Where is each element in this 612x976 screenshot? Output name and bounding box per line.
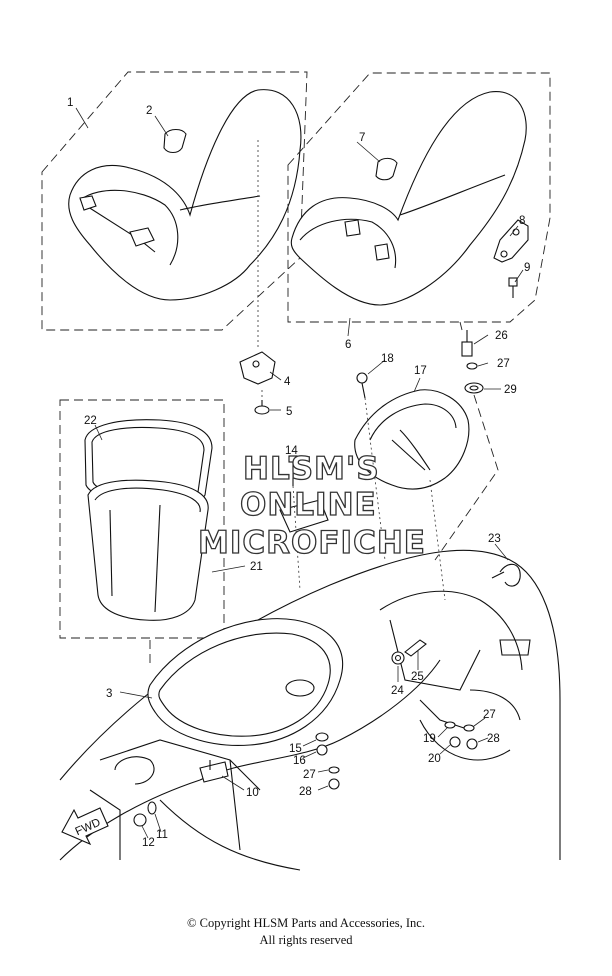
grommet-29 [464,382,484,394]
hull-deck [59,549,561,871]
clip-23 [491,563,521,587]
washer-27-mid [328,766,340,774]
callout-23: 23 [488,533,501,545]
screw-26 [461,330,473,357]
leader-lines [75,107,524,839]
watermark-line-1: HLSM'S [243,451,380,487]
callout-6: 6 [345,339,351,351]
callout-3: 3 [106,688,112,700]
callout-11: 11 [156,829,168,841]
callout-28-mid: 28 [299,786,312,798]
washer-27-top [466,362,478,370]
nut-12 [133,813,147,827]
storage-bin-21 [87,479,209,621]
storage-group-box [59,399,225,639]
nut-24 [391,651,405,665]
callout-9: 9 [524,262,530,274]
washer-19 [444,721,456,729]
callout-27-mid: 27 [303,769,316,781]
callout-25: 25 [411,671,424,683]
watermark: HLSM'S ONLINE MICROFICHE [197,450,426,561]
callout-26: 26 [495,330,508,342]
copyright-line-2: All rights reserved [259,933,353,947]
callout-1: 1 [67,97,73,109]
cover-17 [354,389,470,490]
nut-20 [449,736,461,748]
nut-28-right [466,738,478,750]
bolt-18 [356,372,368,399]
plate-25 [404,639,427,657]
callout-12: 12 [142,837,155,849]
washer-11 [147,801,157,815]
fitting-10 [199,760,229,783]
callout-18: 18 [381,353,394,365]
seat-gasket-3 [147,618,344,746]
callout-14: 14 [285,445,298,457]
callout-16: 16 [293,755,306,767]
watermark-line-2: ONLINE [240,487,377,523]
nut-28-mid [328,778,340,790]
callout-8: 8 [519,215,525,227]
callout-22: 22 [84,415,97,427]
callout-28-right: 28 [487,733,500,745]
callout-5: 5 [286,406,292,418]
front-seat [68,89,302,301]
callout-7: 7 [359,132,365,144]
watermark-line-3: MICROFICHE [198,525,426,561]
callout-19: 19 [423,733,436,745]
fwd-arrow-icon: FWD [61,807,109,846]
bolt-9 [508,277,518,298]
rear-seat [290,91,527,306]
washer-15 [315,732,329,742]
callout-21: 21 [250,561,263,573]
callout-17: 17 [414,365,427,377]
latch-plate [279,499,329,533]
callout-24: 24 [391,685,404,697]
bolt-14 [288,455,298,486]
callout-4: 4 [284,376,291,388]
callout-27-top: 27 [497,358,510,370]
latch-bracket-4 [239,351,276,385]
washer-27-right [463,724,475,732]
rear-seat-group-box [287,72,551,323]
callout-29: 29 [504,384,517,396]
copyright-line-1: © Copyright HLSM Parts and Accessories, … [187,916,425,930]
callout-27-right: 27 [483,709,496,721]
callout-15: 15 [289,743,302,755]
callout-20: 20 [428,753,441,765]
callout-10: 10 [246,787,259,799]
callout-2: 2 [146,105,152,117]
bolt-5 [254,400,270,415]
nut-16 [316,744,328,756]
